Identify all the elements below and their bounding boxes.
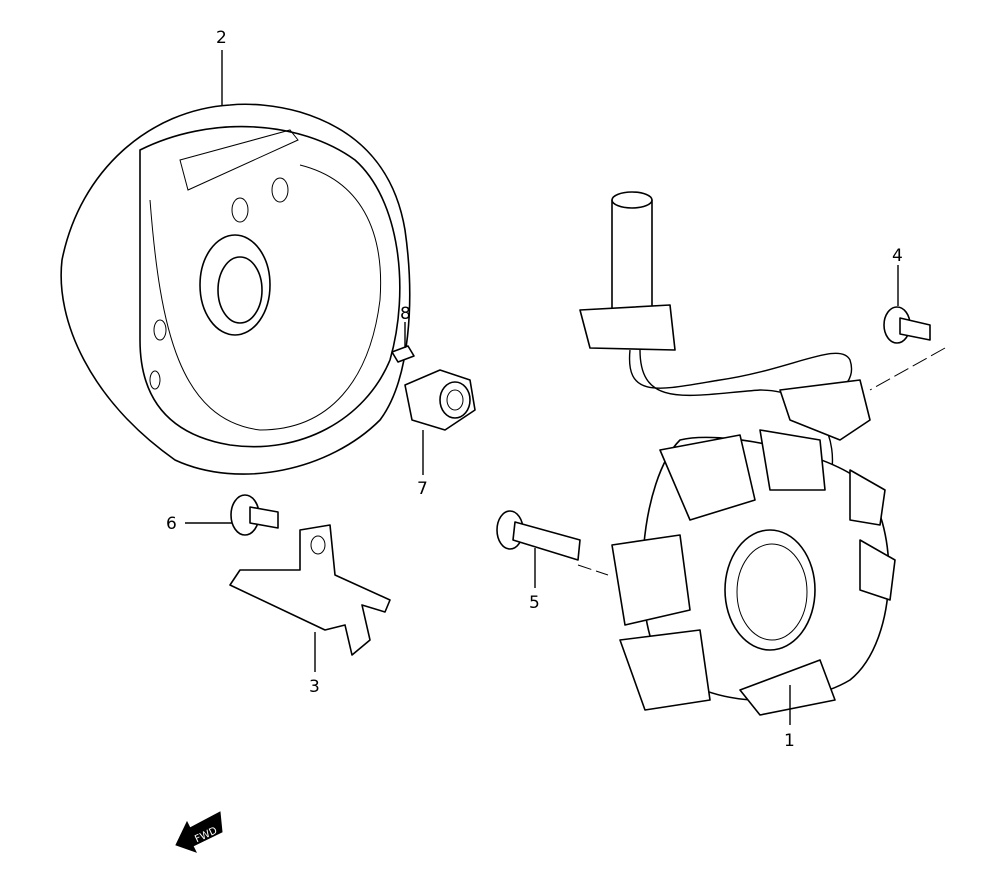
part-screw-6	[230, 494, 279, 536]
callout-8: 8	[400, 304, 411, 324]
part-screw-4	[869, 306, 946, 391]
callout-4: 4	[892, 246, 903, 266]
callout-6: 6	[166, 514, 177, 534]
fwd-direction-indicator: FWD	[175, 811, 223, 853]
arrow-left-icon	[175, 811, 223, 853]
callout-7: 7	[417, 479, 428, 499]
callout-5: 5	[529, 593, 540, 613]
part-bolt-5	[496, 510, 609, 576]
part-key	[391, 345, 415, 363]
leader-lines	[185, 50, 899, 725]
part-stator	[579, 191, 896, 716]
callout-3: 3	[309, 677, 320, 697]
part-flywheel-rotor	[60, 103, 411, 475]
part-bracket	[229, 524, 391, 656]
part-nut	[404, 369, 476, 431]
callout-1: 1	[784, 731, 795, 751]
callout-2: 2	[216, 28, 227, 48]
